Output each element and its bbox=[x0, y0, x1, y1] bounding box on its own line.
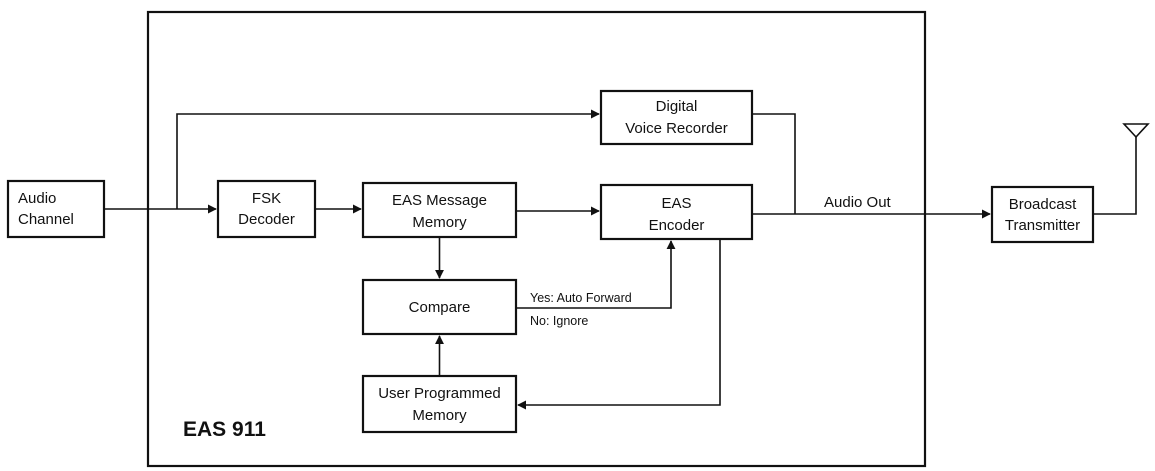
digital-voice-recorder-label-1: Digital bbox=[656, 98, 698, 115]
audio-channel-label-1: Audio bbox=[18, 190, 56, 207]
digital-voice-recorder-block: Digital Voice Recorder bbox=[599, 89, 754, 146]
audio-to-recorder-arrow bbox=[176, 109, 600, 209]
system-label: EAS 911 bbox=[183, 418, 266, 441]
compare-label: Compare bbox=[409, 299, 471, 316]
fsk-decoder-label-2: Decoder bbox=[238, 211, 295, 228]
user-programmed-memory-label-1: User Programmed bbox=[378, 385, 501, 402]
compare-to-encoder-arrow bbox=[516, 240, 676, 309]
eas-911-enclosure bbox=[146, 10, 927, 468]
user-programmed-memory-label-2: Memory bbox=[412, 407, 467, 424]
audio-channel-block: Audio Channel bbox=[6, 179, 106, 239]
eas-message-memory-label-1: EAS Message bbox=[392, 192, 487, 209]
recorder-output-line bbox=[752, 113, 796, 214]
compare-block: Compare bbox=[361, 278, 518, 336]
fsk-decoder-block: FSK Decoder bbox=[216, 179, 317, 239]
digital-voice-recorder-label-2: Voice Recorder bbox=[625, 120, 728, 137]
no-ignore-label: No: Ignore bbox=[530, 314, 588, 328]
antenna-icon bbox=[1093, 123, 1150, 215]
eas-encoder-block: EAS Encoder bbox=[599, 183, 754, 241]
eas-message-memory-block: EAS Message Memory bbox=[361, 181, 518, 239]
eas-encoder-label-1: EAS bbox=[661, 195, 691, 212]
eas-encoder-label-2: Encoder bbox=[649, 217, 705, 234]
audio-channel-label-2: Channel bbox=[18, 211, 74, 228]
eas-message-memory-label-2: Memory bbox=[412, 214, 467, 231]
yes-auto-forward-label: Yes: Auto Forward bbox=[530, 291, 632, 305]
fsk-decoder-label-1: FSK bbox=[252, 190, 281, 207]
broadcast-transmitter-block: Broadcast Transmitter bbox=[990, 185, 1095, 244]
broadcast-transmitter-label-2: Transmitter bbox=[1005, 217, 1080, 234]
audio-out-label: Audio Out bbox=[824, 194, 892, 211]
encoder-to-user-memory-arrow bbox=[517, 239, 721, 410]
user-programmed-memory-block: User Programmed Memory bbox=[361, 374, 518, 434]
broadcast-transmitter-label-1: Broadcast bbox=[1009, 196, 1077, 213]
